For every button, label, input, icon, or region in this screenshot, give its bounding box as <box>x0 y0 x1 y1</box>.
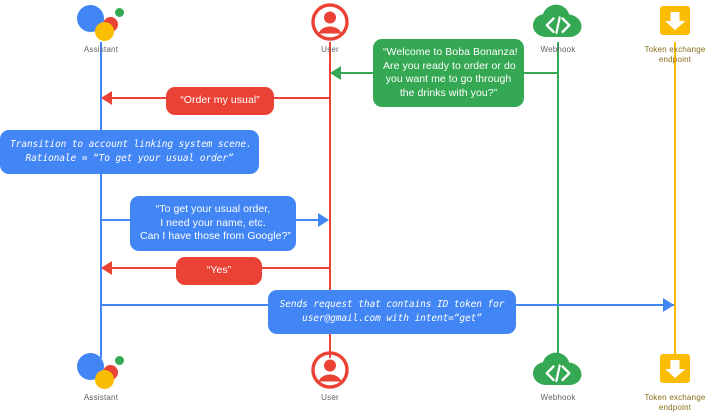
cloud-code-icon <box>530 350 586 390</box>
google-assistant-icon <box>73 2 129 42</box>
lifeline-user <box>329 42 331 358</box>
actor-webhook-top: Webhook <box>498 2 618 55</box>
actor-label-webhook-bottom: Webhook <box>540 393 576 402</box>
arrow-head-welcome <box>330 66 341 80</box>
actor-webhook-bottom: Webhook <box>498 350 618 403</box>
actor-label-webhook-top: Webhook <box>540 45 576 54</box>
message-bubble-welcome: “Welcome to Boba Bonanza! Are you ready … <box>373 39 524 107</box>
download-box-icon <box>655 2 695 42</box>
lifeline-webhook <box>557 42 559 358</box>
actor-label-token-top: Token exchange endpoint <box>644 45 706 64</box>
lifeline-token <box>674 42 676 358</box>
actor-user-top: User <box>270 2 390 55</box>
user-avatar-icon <box>310 2 350 42</box>
actor-label-token-bottom: Token exchange endpoint <box>644 393 706 412</box>
message-bubble-yes: “Yes” <box>176 257 262 285</box>
arrow-head-need-your-name <box>318 213 329 227</box>
message-bubble-sends-request: Sends request that contains ID token for… <box>268 290 516 334</box>
download-box-icon <box>655 350 695 390</box>
message-bubble-transition-note: Transition to account linking system sce… <box>0 130 259 174</box>
actor-label-user-top: User <box>321 45 339 54</box>
actor-token-top: Token exchange endpoint <box>615 2 725 65</box>
actor-label-assistant-top: Assistant <box>83 45 119 54</box>
arrow-head-yes <box>101 261 112 275</box>
cloud-code-icon <box>530 2 586 42</box>
lifeline-assistant <box>100 42 102 358</box>
arrow-head-sends-request <box>663 298 674 312</box>
actor-token-bottom: Token exchange endpoint <box>615 350 725 413</box>
google-assistant-icon <box>73 350 129 390</box>
actor-assistant-top: Assistant <box>41 2 161 55</box>
actor-label-user-bottom: User <box>321 393 339 402</box>
message-bubble-order-my-usual: “Order my usual” <box>166 87 274 115</box>
actor-user-bottom: User <box>270 350 390 403</box>
user-avatar-icon <box>310 350 350 390</box>
actor-label-assistant-bottom: Assistant <box>83 393 119 402</box>
arrow-head-order-my-usual <box>101 91 112 105</box>
actor-assistant-bottom: Assistant <box>41 350 161 403</box>
message-bubble-need-your-name: “To get your usual order, I need your na… <box>130 196 296 251</box>
